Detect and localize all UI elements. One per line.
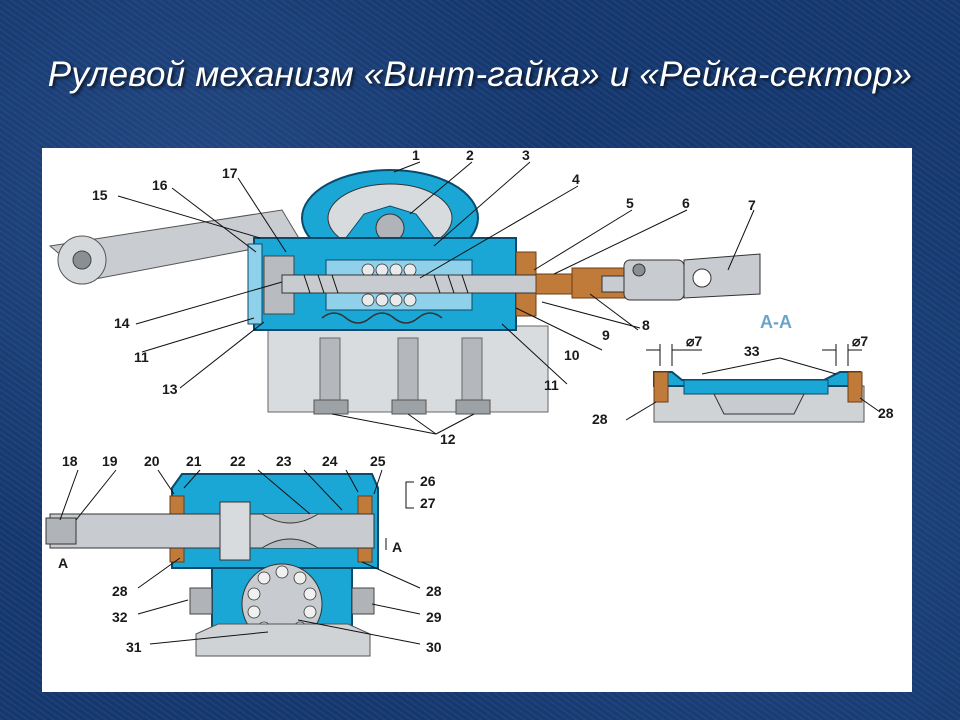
- callout-5: 5: [626, 195, 634, 211]
- callout-2: 2: [466, 148, 474, 163]
- callout-26: 26: [420, 473, 436, 489]
- callout-22: 22: [230, 453, 246, 469]
- callout-16: 16: [152, 177, 168, 193]
- callout-18: 18: [62, 453, 78, 469]
- callout-24: 24: [322, 453, 338, 469]
- callout-9: 9: [602, 327, 610, 343]
- callout-19: 19: [102, 453, 118, 469]
- callout-11-right: 11: [544, 377, 559, 393]
- diagram-panel: 1 2 3 4 5 6 7 8 9 10 11 11 12 13 14 15 1…: [42, 148, 912, 692]
- section-arrow-label-right: А: [392, 539, 402, 555]
- callout-15: 15: [92, 187, 108, 203]
- sector-shaft-assembly: [45, 473, 379, 657]
- callout-8: 8: [642, 317, 650, 333]
- callout-28-right: 28: [426, 583, 442, 599]
- lower-body: [267, 325, 549, 415]
- section-a-a: [646, 344, 865, 423]
- callout-31: 31: [126, 639, 142, 655]
- callout-20: 20: [144, 453, 160, 469]
- callout-28-left: 28: [112, 583, 128, 599]
- callout-4: 4: [572, 171, 580, 187]
- callout-17: 17: [222, 165, 238, 181]
- callout-10: 10: [564, 347, 580, 363]
- callout-33: 33: [744, 343, 760, 359]
- leader-lines: [59, 161, 881, 645]
- section-arrow-label-left: А: [58, 555, 68, 571]
- callout-30: 30: [426, 639, 442, 655]
- callout-6: 6: [682, 195, 690, 211]
- section-label: А-А: [760, 312, 792, 332]
- callout-28-section-left: 28: [592, 411, 608, 427]
- callout-13: 13: [162, 381, 178, 397]
- steering-mechanism-diagram: 1 2 3 4 5 6 7 8 9 10 11 11 12 13 14 15 1…: [45, 148, 894, 657]
- callout-21: 21: [186, 453, 202, 469]
- dim-right: ⌀7: [852, 333, 868, 349]
- input-shaft: [535, 253, 761, 301]
- main-housing: [247, 237, 603, 331]
- pitman-arm: [48, 209, 301, 285]
- callout-1: 1: [412, 148, 420, 163]
- callout-14: 14: [114, 315, 130, 331]
- callout-23: 23: [276, 453, 292, 469]
- callout-25: 25: [370, 453, 386, 469]
- callout-11-left: 11: [134, 349, 149, 365]
- callout-labels: 1 2 3 4 5 6 7 8 9 10 11 11 12 13 14 15 1…: [58, 148, 894, 655]
- dim-left: ⌀7: [686, 333, 702, 349]
- callout-12: 12: [440, 431, 456, 447]
- callout-27: 27: [420, 495, 436, 511]
- callout-28-section-right: 28: [878, 405, 894, 421]
- slide-title: Рулевой механизм «Винт-гайка» и «Рейка-с…: [47, 55, 913, 94]
- callout-7: 7: [748, 197, 756, 213]
- callout-3: 3: [522, 148, 530, 163]
- callout-32: 32: [112, 609, 128, 625]
- callout-29: 29: [426, 609, 442, 625]
